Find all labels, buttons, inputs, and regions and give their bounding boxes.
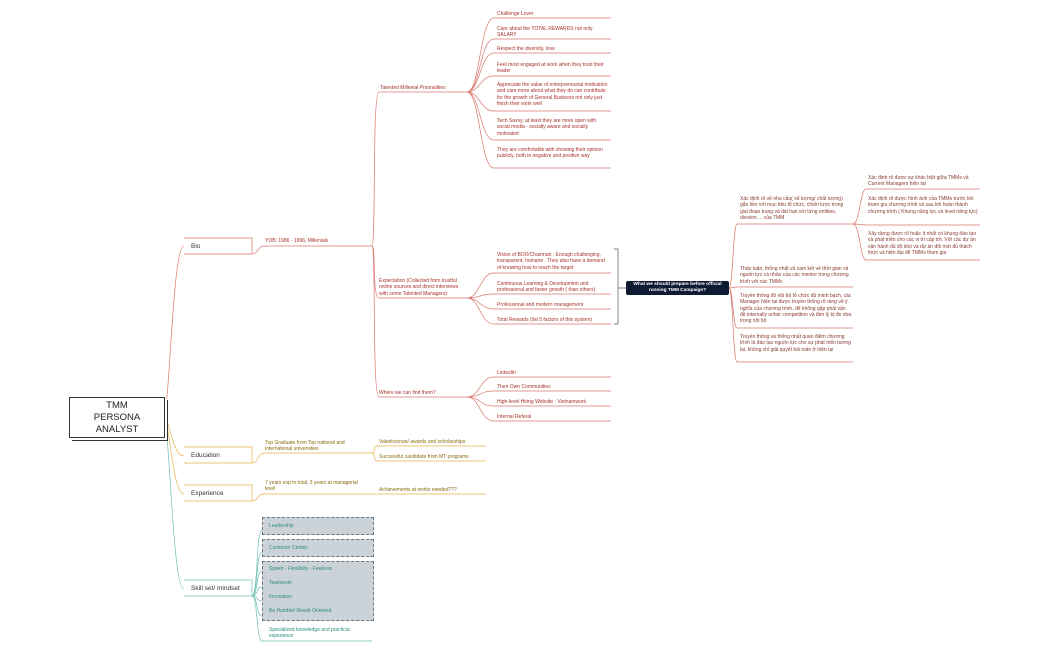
- education-item[interactable]: Valedictorian/ awards and scholarships: [379, 439, 466, 445]
- personality-item[interactable]: Challenge Lover: [497, 11, 534, 17]
- education-item[interactable]: Successful candidate from MT programs: [379, 454, 469, 460]
- skill-item[interactable]: Teamwork: [269, 580, 292, 586]
- where-item[interactable]: Their Own Communities: [497, 384, 551, 390]
- personality-item[interactable]: They are comfortable with showing their …: [497, 147, 603, 160]
- prepare-sub-item[interactable]: Xác định rõ được hình ảnh của TMMs trước…: [868, 196, 978, 215]
- category-education-label: Education: [191, 451, 220, 459]
- personality-item[interactable]: Respect the diversity, love: [497, 46, 555, 52]
- expectation-item[interactable]: Total Rewards (list 5 factors of this sy…: [497, 317, 593, 323]
- root-title: TMM PERSONA ANALYST: [93, 399, 141, 435]
- where-item[interactable]: LinkedIn: [497, 370, 516, 376]
- experience-item[interactable]: Achievements at works needed???: [379, 487, 457, 493]
- category-experience[interactable]: Experience: [184, 485, 252, 501]
- expectation-item[interactable]: Professional and modern management: [497, 302, 584, 308]
- skill-group-box: [262, 517, 374, 535]
- expectation-item[interactable]: Continuous Learning & Development and pr…: [497, 281, 596, 294]
- category-skills[interactable]: Skill set/ mindset: [184, 580, 252, 596]
- root-node[interactable]: TMM PERSONA ANALYST: [69, 397, 165, 438]
- where-item[interactable]: High-level Hiring Website : Vietnamwork: [497, 399, 587, 405]
- prepare-item[interactable]: Xác định rõ về nhu cầu( số lượng/ chất l…: [740, 196, 844, 221]
- prepare-item[interactable]: Truyền thông đồ nội bộ tổ chức đủ minh b…: [740, 293, 852, 325]
- category-bio-label: Bio: [191, 242, 201, 250]
- personality-item[interactable]: Appreciate the value of entrepreneurial …: [497, 82, 608, 107]
- experience-main[interactable]: 7 years exp in total, 3 years at manager…: [265, 480, 358, 493]
- prepare-item[interactable]: Truyền thông và thống nhất quan điểm chư…: [740, 334, 851, 353]
- bio-where-label[interactable]: Where we can find them?: [379, 390, 436, 396]
- where-item[interactable]: Internal Referal: [497, 414, 532, 420]
- skill-item[interactable]: Customer Centric: [269, 545, 308, 551]
- bio-yob[interactable]: YOB: 1986 - 1996, Millenials: [265, 238, 329, 244]
- bio-personalities-label[interactable]: Talented Millenial Prsonalities: [380, 85, 446, 91]
- skill-item[interactable]: Specialized knowledge and practical expe…: [269, 627, 350, 640]
- expectation-item[interactable]: Vision of BOD/Chairman : Enough challeng…: [497, 252, 605, 271]
- education-main[interactable]: Top Graduate from Top national and inter…: [265, 440, 345, 453]
- skill-group-box: [262, 561, 374, 621]
- prepare-question-title: What we should prepare before official r…: [633, 282, 722, 293]
- skill-item[interactable]: Leadership: [269, 523, 294, 529]
- personality-item[interactable]: Tech Savvy, at least they are more open …: [497, 118, 597, 137]
- category-education[interactable]: Education: [184, 447, 252, 463]
- bio-expectation-label[interactable]: Expectation (Collected from trustful onl…: [379, 278, 459, 297]
- personality-item[interactable]: Care about the TOTAL REWARDS not only SA…: [497, 26, 593, 39]
- prepare-sub-item[interactable]: Xác định rõ được sự khác biệt giữa TMMs …: [868, 175, 969, 188]
- prepare-sub-item[interactable]: Xây dựng được rõ hoặc ít nhất có khung đ…: [868, 231, 977, 256]
- prepare-item[interactable]: Thảo luận, thống nhất và cam kết về thời…: [740, 266, 849, 285]
- skill-item[interactable]: Be Humble/ Result Oriented: [269, 608, 332, 614]
- skill-group-box: [262, 539, 374, 557]
- prepare-question-node[interactable]: What we should prepare before official r…: [626, 281, 729, 295]
- category-skills-label: Skill set/ mindset: [191, 584, 240, 592]
- category-experience-label: Experience: [191, 489, 224, 497]
- skill-item[interactable]: Innovation: [269, 594, 293, 600]
- personality-item[interactable]: Feel most engaged at work when they trus…: [497, 62, 604, 75]
- category-bio[interactable]: Bio: [184, 238, 252, 254]
- skill-item[interactable]: Speed - Flexibility - Fearless: [269, 566, 333, 572]
